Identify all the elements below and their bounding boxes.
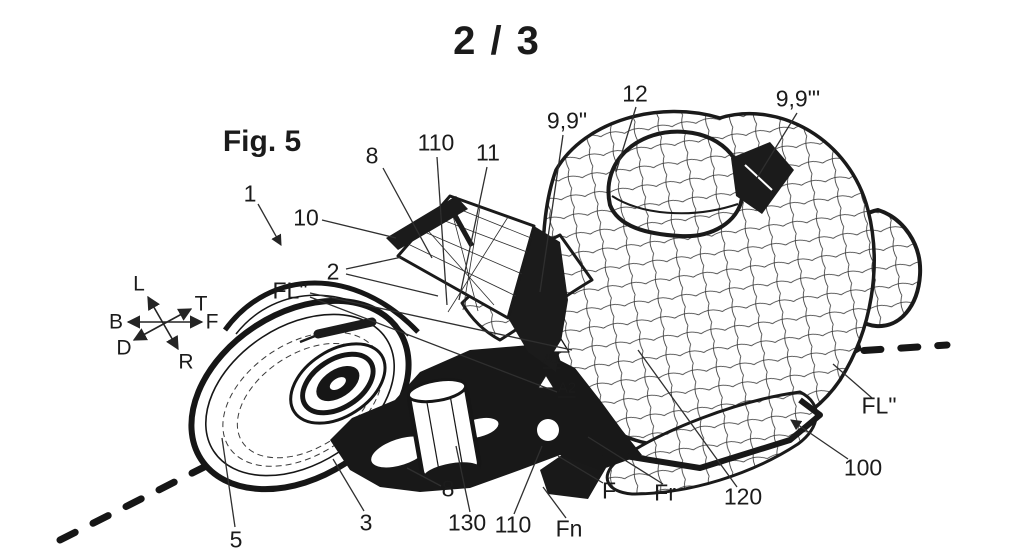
page-indicator: 2 / 3 bbox=[453, 21, 541, 61]
trajectory-dash-left bbox=[60, 462, 214, 540]
ref-label-9-9-tprime: 9,9"' bbox=[776, 88, 821, 111]
ref-label-fr: Fr bbox=[654, 482, 676, 505]
leader-2a bbox=[346, 257, 402, 269]
ref-label-5: 5 bbox=[230, 529, 243, 552]
leader-1 bbox=[258, 204, 281, 245]
ref-label-f: F bbox=[602, 480, 616, 503]
ref-label-110-top: 110 bbox=[418, 132, 455, 155]
ref-label-2: 2 bbox=[327, 261, 340, 284]
ref-label-1: 1 bbox=[244, 183, 257, 206]
compass-axis-t-d bbox=[134, 309, 191, 340]
ref-label-110-bottom: 110 bbox=[495, 514, 532, 537]
compass-label-l: L bbox=[133, 274, 145, 295]
ref-label-fl-front: FL" bbox=[272, 280, 307, 303]
ref-label-3: 3 bbox=[360, 512, 373, 535]
compass-label-r: R bbox=[178, 352, 193, 373]
ref-label-fl-rear: FL" bbox=[861, 395, 896, 418]
ref-label-12: 12 bbox=[622, 83, 648, 106]
ref-label-130: 130 bbox=[448, 512, 486, 535]
ref-label-100: 100 bbox=[844, 457, 882, 480]
compass-axis-l-r bbox=[148, 297, 178, 349]
ref-label-a1: A1 bbox=[543, 352, 561, 369]
ref-label-fn: Fn bbox=[556, 518, 583, 541]
ref-label-120: 120 bbox=[724, 486, 762, 509]
ref-label-8-bottom: 8 bbox=[442, 478, 455, 501]
motorcycle-drawing bbox=[156, 111, 920, 528]
compass-label-d: D bbox=[116, 338, 131, 359]
ref-label-11: 11 bbox=[476, 142, 500, 165]
figure-label: Fig. 5 bbox=[223, 127, 301, 157]
compass-label-b: B bbox=[109, 312, 123, 333]
leader-10 bbox=[322, 220, 396, 238]
ref-label-10: 10 bbox=[293, 207, 319, 230]
ref-label-a2: A2 bbox=[558, 381, 576, 398]
compass-label-f: F bbox=[206, 312, 219, 333]
direction-compass bbox=[128, 297, 202, 349]
rider-helmet bbox=[608, 132, 742, 237]
ref-label-9-9-dprime: 9,9" bbox=[547, 110, 587, 133]
ref-label-8-top: 8 bbox=[366, 145, 379, 168]
